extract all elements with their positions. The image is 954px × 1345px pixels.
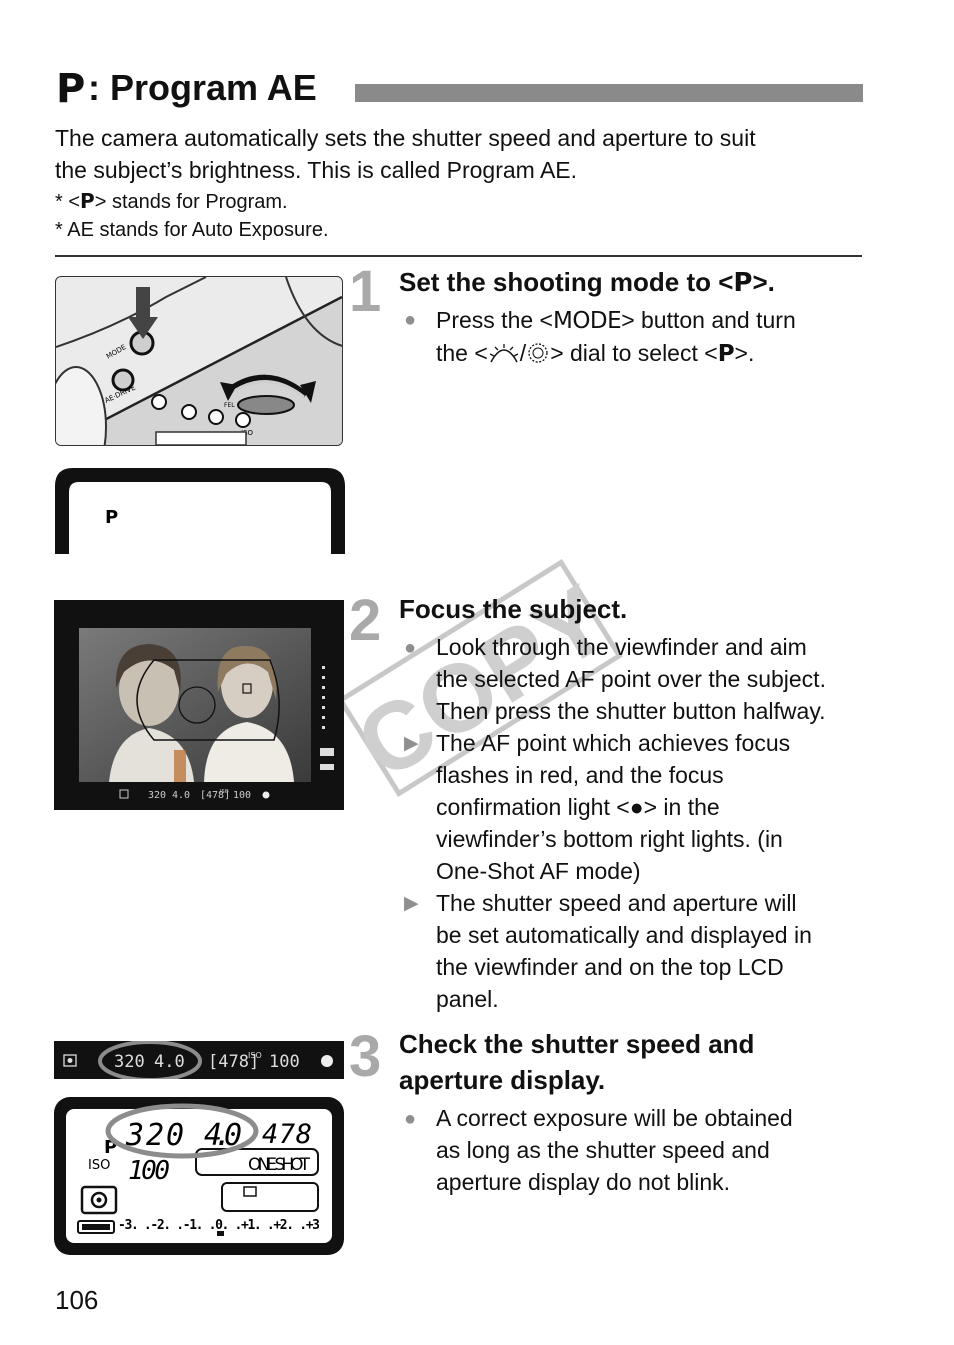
line-end: >. [734,340,755,366]
step-1-heading-suffix: >. [752,267,775,297]
result-arrow-icon: ▶ [404,733,419,754]
text-line: be set automatically and displayed in [436,922,812,948]
text-line: viewfinder’s bottom right lights. (in [436,826,783,852]
lcd-iso-value: 100 [128,1156,170,1186]
program-mode-icon: P [733,268,753,298]
step-2-heading: Focus the subject. [399,594,628,624]
step-2-bullet-1: Look through the viewfinder and aim the … [436,631,866,727]
quick-control-dial-icon [528,343,548,363]
strip-aperture: 4.0 [154,1052,185,1072]
lcd-mode-frame: P [55,468,345,554]
main-dial-icon [489,344,519,363]
vf-iso-label: ISO [220,789,229,795]
text-line: Look through the viewfinder and aim [436,634,807,660]
step-1-heading: Set the shooting mode to <P>. [399,264,775,301]
step-2-bullet-2: The AF point which achieves focus flashe… [436,727,866,887]
text-line: One-Shot AF mode) [436,858,641,884]
text-line: flashes in red, and the focus [436,762,724,788]
step-number-1: 1 [349,259,382,324]
strip-shots-remaining: [478] [208,1052,259,1072]
line-prefix: Press the < [436,307,553,333]
title-bar [355,84,863,102]
line-suffix: > dial to select < [550,340,718,366]
lcd-shots-remaining: 478 [262,1119,312,1150]
step-number-2: 2 [349,588,382,653]
strip-iso-label: ISO [248,1051,262,1060]
lcd-af-mode: ONE SHOT [248,1155,311,1175]
text-line: A correct exposure will be obtained [436,1105,793,1131]
fel-label: FEL [224,402,235,409]
intro-line-1: The camera automatically sets the shutte… [55,125,756,151]
strip-iso-value: 100 [269,1052,300,1072]
text-fragment: > in the [643,794,720,820]
note-program-suffix: > stands for Program. [94,191,288,213]
strip-focus-confirm-dot [321,1055,333,1067]
text-line: Then press the shutter button halfway. [436,698,826,724]
lcd-mode-display: P [55,468,345,554]
vf-shutter-speed: 320 [148,790,166,801]
result-arrow-icon: ▶ [404,893,419,914]
text-line: panel. [436,986,499,1012]
note-program: * <P> stands for Program. [55,189,288,214]
line-prefix: the < [436,340,488,366]
bullet-icon: ● [404,637,417,659]
step-1-bullet-1: Press the <MODE> button and turn the < / >… [436,304,866,370]
copy-watermark: COPY [330,548,630,808]
bullet-icon: ● [404,1108,417,1130]
page-title: : Program AE [88,67,317,108]
lcd-shutter-speed: 320 [125,1118,184,1153]
step-3-heading: Check the shutter speed and aperture dis… [399,1026,754,1098]
section-divider [55,255,862,257]
title-mode-letter: P [56,66,86,112]
vf-shots-remaining: [478] [200,790,230,801]
text-line: The shutter speed and aperture will [436,890,797,916]
program-mode-icon: P [717,341,735,367]
viewfinder-info-strip: 320 4.0 [478] ISO 100 [54,1040,344,1082]
line-suffix: > button and turn [621,307,796,333]
mode-button-icon: MODE [552,308,622,334]
text-line: aperture display do not blink. [436,1169,731,1195]
lcd-mode-letter: P [105,507,118,528]
iso-button-label: ISO [241,429,254,437]
top-lcd-drawing: 320 4.0 478 P ISO 100 ONE SHOT -3. .-2. … [54,1097,344,1255]
viewfinder-drawing: 320 4.0 [478] ISO 100 [79,628,334,801]
text-line: The AF point which achieves focus [436,730,791,756]
step-1-bullet-1-line-1: Press the <MODE> button and turn [436,304,866,337]
camera-top-illustration: MODE AE·DRIVE FEL ISO [55,276,343,446]
vf-iso-value: 100 [233,790,251,801]
page-number: 106 [55,1285,99,1315]
vf-aperture: 4.0 [172,790,190,801]
dial-separator: / [519,340,527,366]
text-line: as long as the shutter speed and [436,1137,770,1163]
viewfinder-illustration: 320 4.0 [478] ISO 100 [54,600,344,810]
step-1-bullet-1-line-2: the < / > dial to select <P>. [436,337,866,370]
text-fragment: confirmation light < [436,794,630,820]
copy-watermark-graphic: COPY [337,559,627,800]
note-auto-exposure: * AE stands for Auto Exposure. [55,219,329,241]
text-line: the viewfinder and on the top LCD [436,954,784,980]
text-line: the selected AF point over the subject. [436,666,826,692]
step-2-bullet-3: The shutter speed and aperture will be s… [436,887,866,1015]
text-line: confirmation light <●> in the [436,791,866,823]
intro-line-2: the subject’s brightness. This is called… [55,157,578,183]
top-lcd-panel: 320 4.0 478 P ISO 100 ONE SHOT -3. .-2. … [54,1097,344,1255]
step-number-3: 3 [349,1024,382,1089]
note-program-prefix: * < [55,191,81,213]
strip-shutter-speed: 320 [114,1052,145,1072]
focus-confirm-icon: ● [629,794,644,820]
step-3-heading-line-1: Check the shutter speed and [399,1029,755,1059]
step-3-bullet-1: A correct exposure will be obtained as l… [436,1102,866,1198]
viewfinder-info-drawing: 320 4.0 [478] ISO 100 [63,1040,333,1082]
lcd-exposure-scale: -3. .-2. .-1. .0. .+1. .+2. .+3 [118,1218,320,1233]
bullet-icon: ● [404,309,417,331]
step-1-heading-prefix: Set the shooting mode to < [399,267,734,297]
lcd-iso-label: ISO [88,1158,110,1173]
camera-top-drawing: MODE AE·DRIVE FEL ISO [56,277,342,445]
step-3-heading-line-2: aperture display. [399,1065,606,1095]
vf-focus-confirm-dot [262,791,270,799]
mode-button-label: MODE [105,343,128,361]
program-mode-icon: P [80,189,95,213]
